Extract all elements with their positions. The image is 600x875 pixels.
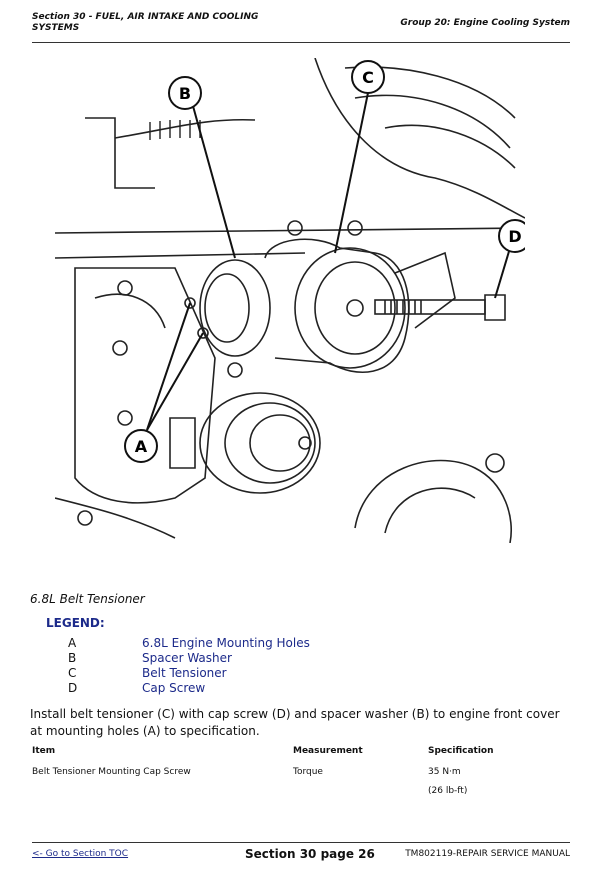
callout-c: C (351, 60, 385, 94)
svg-text:B: B (179, 84, 191, 103)
section-toc-link[interactable]: <- Go to Section TOC (32, 849, 129, 859)
group-title: Group 20: Engine Cooling System (400, 18, 570, 28)
legend-title: LEGEND: (46, 616, 105, 630)
legend-value: Spacer Washer (142, 651, 232, 665)
page-footer: <- Go to Section TOC Section 30 page 26 … (32, 842, 570, 869)
spec-imperial: (26 lb-ft) (428, 786, 468, 796)
legend-list: A 6.8L Engine Mounting Holes B Spacer Wa… (68, 636, 310, 696)
callout-b: B (168, 76, 202, 110)
legend-item: A 6.8L Engine Mounting Holes (68, 636, 310, 651)
legend-item: B Spacer Washer (68, 651, 310, 666)
section-title: Section 30 - FUEL, AIR INTAKE AND COOLIN… (32, 12, 259, 33)
callout-d: D (498, 219, 525, 253)
svg-text:D: D (508, 227, 521, 246)
spec-metric: 35 N·m (428, 767, 461, 777)
legend-key: C (68, 666, 77, 680)
spec-header-measurement: Measurement (293, 746, 363, 756)
legend-item: C Belt Tensioner (68, 666, 310, 681)
figure-caption: 6.8L Belt Tensioner (30, 592, 145, 606)
svg-text:A: A (135, 437, 148, 456)
legend-value: Cap Screw (142, 681, 206, 695)
spec-item: Belt Tensioner Mounting Cap Screw (32, 767, 191, 777)
spec-header-specification: Specification (428, 746, 494, 756)
legend-key: A (68, 636, 77, 650)
page-header: Section 30 - FUEL, AIR INTAKE AND COOLIN… (32, 12, 570, 43)
legend-key: D (68, 681, 78, 695)
legend-value: Belt Tensioner (142, 666, 227, 680)
belt-tensioner-illustration: B C D A (55, 58, 525, 543)
page-number: Section 30 page 26 (245, 847, 375, 861)
legend-item: D Cap Screw (68, 681, 310, 696)
manual-id: TM802119-REPAIR SERVICE MANUAL (405, 849, 570, 859)
spec-measurement: Torque (293, 767, 323, 777)
svg-text:C: C (362, 68, 374, 87)
callout-a: A (124, 429, 158, 463)
instruction-text: Install belt tensioner (C) with cap scre… (30, 707, 560, 738)
legend-key: B (68, 651, 77, 665)
spec-header-item: Item (32, 746, 56, 756)
legend-value: 6.8L Engine Mounting Holes (142, 636, 310, 650)
